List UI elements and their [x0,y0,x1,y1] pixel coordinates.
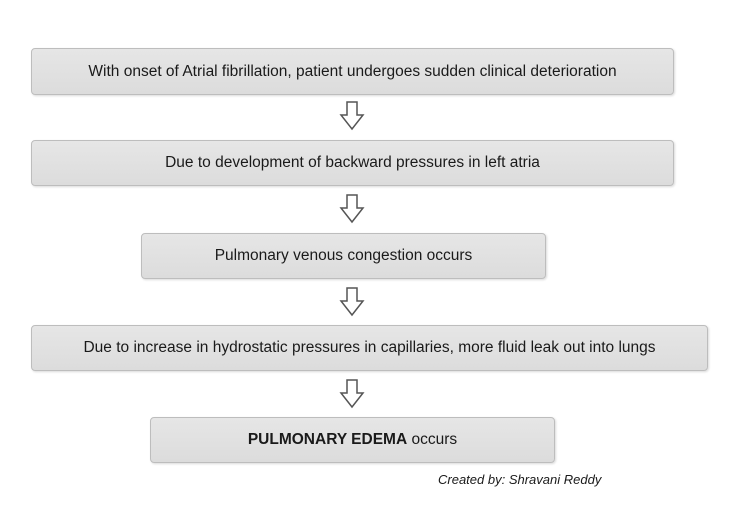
flow-step-venous-congestion: Pulmonary venous congestion occurs [141,233,546,279]
flow-step-text: With onset of Atrial fibrillation, patie… [88,62,617,80]
flow-step-backward-pressure: Due to development of backward pressures… [31,140,674,186]
flow-step-text: Due to increase in hydrostatic pressures… [83,339,656,356]
down-arrow-icon [339,194,365,224]
flow-step-fluid-leak: Due to increase in hydrostatic pressures… [31,325,708,371]
flow-step-pulmonary-edema: PULMONARY EDEMA occurs [150,417,555,463]
flow-step-text: occurs [407,431,458,448]
credit-text: Created by: Shravani Reddy [438,472,602,487]
flow-step-text: Pulmonary venous congestion occurs [214,247,473,264]
flow-step-text: Due to development of backward pressures… [165,154,540,171]
down-arrow-icon [339,101,365,131]
down-arrow-icon [339,287,365,317]
down-arrow-icon [339,379,365,409]
flow-step-bold-text: PULMONARY EDEMA [247,431,408,448]
flow-step-onset-af: With onset of Atrial fibrillation, patie… [31,48,674,95]
